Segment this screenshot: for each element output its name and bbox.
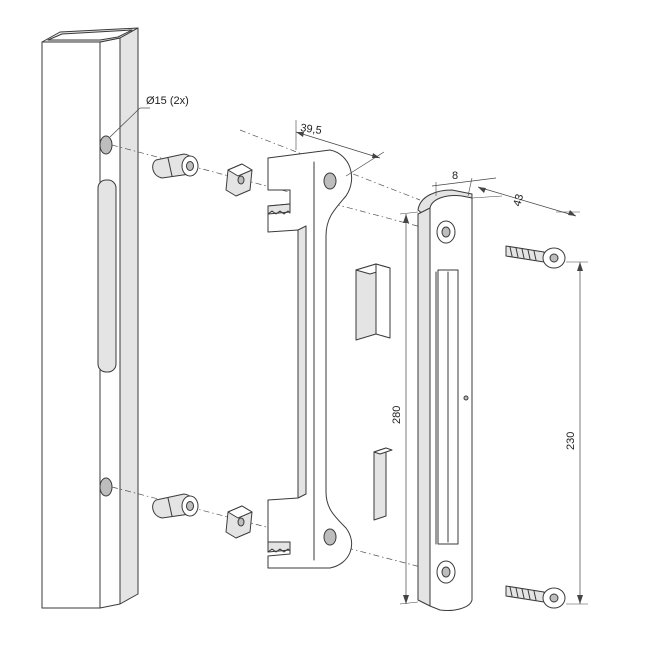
dimension-keeper-depth: 43 — [471, 186, 580, 217]
square-nut-bottom — [225, 505, 253, 539]
hole-diameter-label: Ø15 (2x) — [146, 95, 189, 107]
keeper-thickness-label: 8 — [452, 170, 458, 182]
bracket-hole-top — [323, 172, 337, 190]
insert-nut-bottom — [152, 493, 199, 519]
screw-top — [505, 245, 566, 269]
insert-nut-top — [152, 153, 199, 179]
dimension-keeper-thickness: 8 — [431, 170, 497, 197]
bracket-teeth-bottom — [267, 548, 291, 553]
post-hole-bottom — [99, 477, 113, 497]
screw-spacing-label: 230 — [565, 432, 577, 450]
square-post — [41, 27, 139, 609]
dimension-screw-spacing: 230 — [565, 261, 588, 605]
dimension-total-height: 280 — [391, 211, 419, 605]
dimension-bracket-depth: 39,5 — [295, 120, 385, 177]
square-nut-top — [225, 163, 253, 197]
hole-diameter-callout: Ø15 (2x) — [109, 95, 189, 138]
bracket-depth-label: 39,5 — [300, 122, 323, 137]
total-height-label: 280 — [391, 406, 403, 424]
post-slot — [97, 179, 117, 373]
keeper-screw-hole-top — [436, 220, 456, 244]
post-hole-top — [99, 135, 113, 155]
spacer-top — [355, 263, 391, 341]
keeper-pin — [463, 395, 469, 401]
bracket-hole-bottom — [323, 528, 337, 546]
keeper-depth-label: 43 — [511, 193, 526, 208]
keeper-plate — [417, 189, 473, 611]
mounting-bracket — [267, 149, 353, 569]
spacer-bottom — [373, 447, 393, 521]
keeper-screw-hole-bottom — [436, 560, 456, 584]
screw-bottom — [505, 585, 566, 609]
bracket-teeth-top — [267, 210, 291, 215]
